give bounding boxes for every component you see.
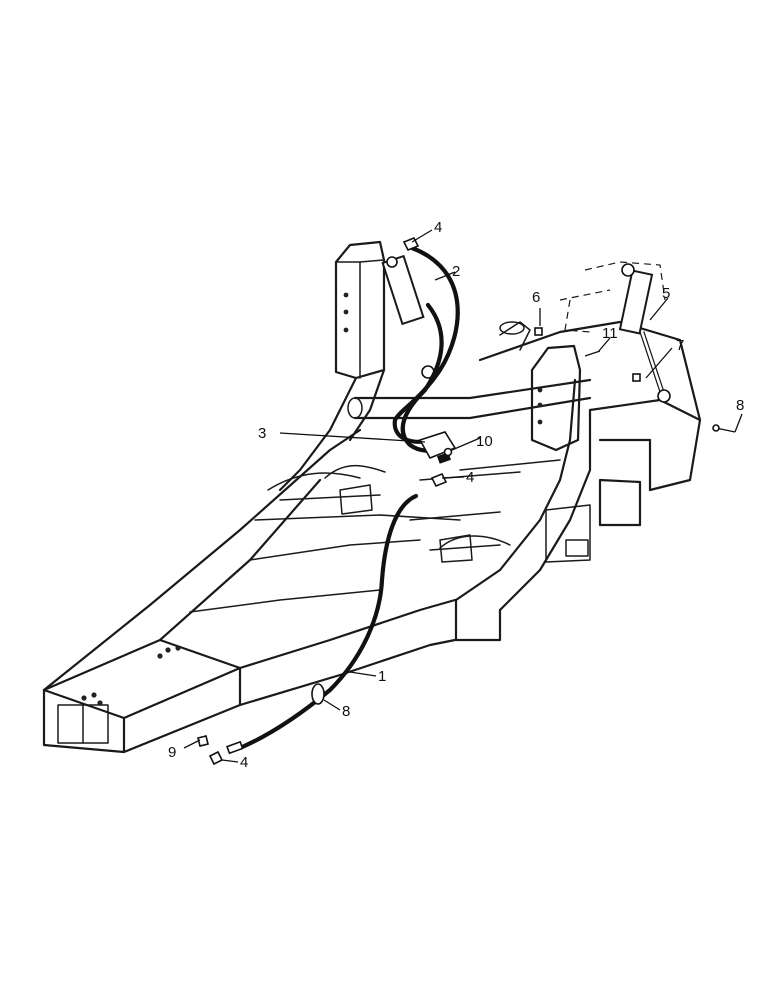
callout-9: 9 (168, 744, 176, 761)
hose-1 (237, 493, 419, 751)
hose-cyl-lower (400, 302, 444, 453)
small-parts (197, 236, 736, 766)
callout-2: 2 (452, 263, 460, 280)
leader-lines (183, 229, 743, 763)
callout-8-right: 7 (676, 337, 684, 354)
callout-4-middle: 4 (466, 469, 474, 486)
callout-6: 8 (342, 703, 350, 720)
callout-4-lower: 4 (240, 754, 248, 771)
drawbar-frame (42, 240, 702, 754)
callouts: 4 2 6 5 11 7 8 3 10 4 1 8 9 4 (168, 219, 744, 771)
left-hydraulic-cylinder (381, 254, 435, 379)
right-hydraulic-cylinder (618, 263, 671, 403)
callout-10: 10 (476, 433, 493, 450)
callout-3: 3 (258, 425, 266, 442)
callout-8-left: 6 (532, 289, 540, 306)
callout-11: 11 (602, 325, 618, 342)
callout-1: 1 (378, 668, 386, 685)
callout-7: 8 (736, 397, 744, 414)
callout-4-upper: 4 (434, 219, 442, 236)
callout-5: 5 (662, 285, 670, 302)
hydraulic-hoses (237, 245, 460, 751)
hidden-outlines (559, 261, 666, 333)
